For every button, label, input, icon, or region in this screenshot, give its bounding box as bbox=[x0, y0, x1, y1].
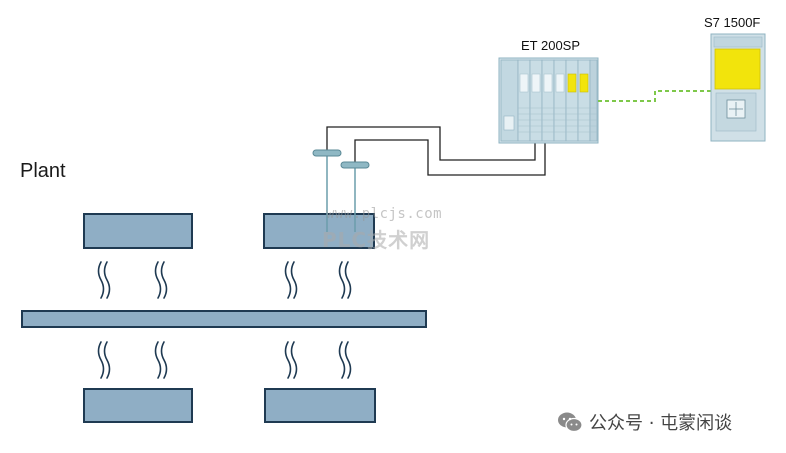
sensor-wiring bbox=[326, 126, 546, 176]
s7-1500f-cpu bbox=[710, 33, 766, 142]
temperature-sensor-icon bbox=[340, 161, 370, 232]
heat-waves-upper bbox=[97, 261, 352, 299]
wechat-icon bbox=[558, 412, 583, 433]
heat-wave-icon bbox=[97, 261, 111, 299]
heat-wave-icon bbox=[97, 341, 111, 379]
heat-wave-icon bbox=[154, 341, 168, 379]
et200sp-label: ET 200SP bbox=[521, 38, 581, 53]
et200sp-io-modules bbox=[517, 59, 598, 142]
et200sp-module-faces bbox=[519, 73, 565, 93]
et200sp-safety-modules bbox=[567, 73, 589, 93]
heat-wave-icon bbox=[284, 261, 298, 299]
heat-wave-icon bbox=[284, 341, 298, 379]
wechat-account-tag: 公众号 · 屯蒙闲谈 bbox=[557, 409, 732, 435]
et200sp-terminal-ribs bbox=[518, 107, 597, 133]
et200sp-device bbox=[498, 57, 599, 144]
plant-slabs bbox=[21, 213, 427, 423]
slab-top-left bbox=[83, 213, 193, 249]
plant-label: Plant bbox=[20, 160, 66, 182]
temperature-sensor-icon bbox=[312, 149, 342, 232]
heat-wave-icon bbox=[338, 261, 352, 299]
profinet-link bbox=[598, 90, 711, 102]
s7-1500f-label: S7 1500F bbox=[704, 15, 761, 30]
wire-outer bbox=[326, 126, 536, 161]
conveyor-belt bbox=[21, 310, 427, 328]
heat-waves-lower bbox=[97, 341, 352, 379]
slab-bottom-right bbox=[264, 388, 376, 423]
heat-wave-icon bbox=[154, 261, 168, 299]
heat-wave-icon bbox=[338, 341, 352, 379]
wechat-account-name: 公众号 · 屯蒙闲谈 bbox=[589, 413, 733, 434]
watermark-brand: PLC技术网 bbox=[322, 228, 431, 252]
wire-inner bbox=[354, 139, 546, 176]
s7-status-display bbox=[714, 48, 761, 90]
slab-bottom-left bbox=[83, 388, 193, 423]
watermark-url: www.plcjs.com bbox=[326, 206, 443, 222]
